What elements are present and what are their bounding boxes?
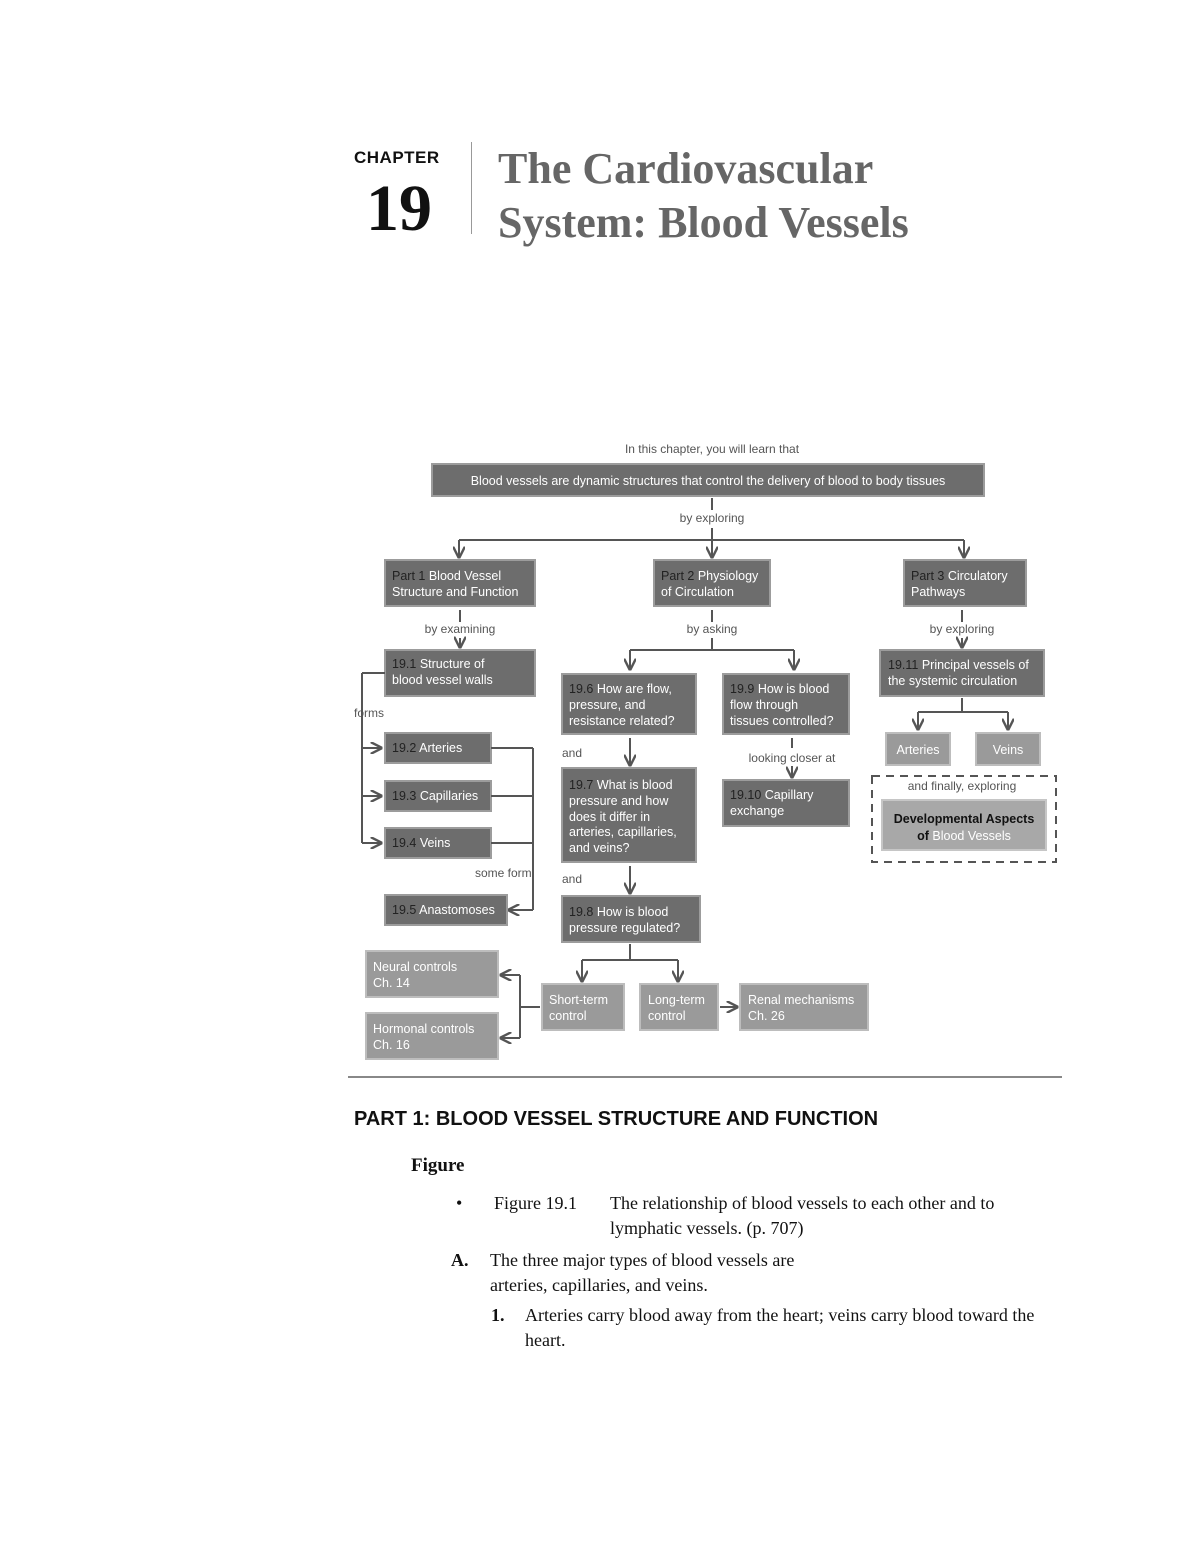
short-term-line2: control [549,1009,587,1023]
outline-item-a-text: The three major types of blood vessels a… [490,1250,795,1295]
section-19-3-text: 19.3 Capillaries [392,789,478,803]
section-19-8-box [561,895,701,943]
section-19-10-line2: exchange [730,804,784,818]
section-19-10-box [722,779,850,827]
section-19-11-line1: 19.11 Principal vessels of [888,658,1029,672]
veins-box [975,732,1041,766]
section-19-11-line2: the systemic circulation [888,674,1017,688]
figure-reference: Figure 19.1 [494,1193,577,1213]
chapter-label: CHAPTER [354,148,440,167]
dev-aspects-box [881,799,1047,851]
part3-text-line2: Pathways [911,585,965,599]
section-19-6-box [561,673,697,735]
chapter-title: The Cardiovascular System: Blood Vessels [498,142,909,250]
outline-item-1-text: Arteries carry blood away from the heart… [525,1305,1035,1350]
outline-letter-a: A. [451,1250,469,1270]
by-asking-label: by asking [687,622,738,636]
figure-description: The relationship of blood vessels to eac… [610,1193,995,1238]
and-label-2: and [562,872,582,886]
part1-text-line2: Structure and Function [392,585,519,599]
part1-text-line1: Part 1 Blood Vessel [392,569,501,583]
and-finally-label: and finally, exploring [908,779,1017,793]
renal-line2: Ch. 26 [748,1009,785,1023]
section-19-8-line1: 19.8 How is blood [569,905,668,919]
short-term-control-box [541,983,625,1031]
section-19-9-line3: tissues controlled? [730,714,834,728]
arteries-text: Arteries [896,743,939,757]
part1-box [384,559,536,607]
section-19-6-line3: resistance related? [569,714,675,728]
by-exploring-label: by exploring [680,511,745,525]
section-19-9-line2: flow through [730,698,798,712]
section-19-7-line2: pressure and how [569,794,669,808]
section-19-8-line2: pressure regulated? [569,921,680,935]
long-term-line2: control [648,1009,686,1023]
diagram-intro: In this chapter, you will learn that [625,442,800,456]
section-19-1-line1: 19.1 Structure of [392,657,485,671]
top-box-text: Blood vessels are dynamic structures tha… [471,474,946,488]
hormonal-controls-line1: Hormonal controls [373,1022,474,1036]
part2-box [653,559,771,607]
section-19-7-line1: 19.7 What is blood [569,778,673,792]
part2-text-line1: Part 2 Physiology [661,569,759,583]
section-19-6-line1: 19.6 How are flow, [569,682,672,696]
by-examining-label: by examining [425,622,496,636]
neural-controls-line1: Neural controls [373,960,457,974]
by-exploring-part3-label: by exploring [930,622,995,636]
looking-closer-label: looking closer at [749,751,836,765]
section-19-7-line5: and veins? [569,841,630,855]
section-19-11-box [879,649,1045,697]
chapter-title-line1: The Cardiovascular [498,144,874,193]
section-19-4-text: 19.4 Veins [392,836,450,850]
top-box [431,463,985,497]
section-19-1-line2: blood vessel walls [392,673,493,687]
outline-number-1: 1. [491,1305,505,1325]
section-19-9-line1: 19.9 How is blood [730,682,829,696]
veins-text: Veins [993,743,1024,757]
section-19-5-text: 19.5 Anastomoses [392,903,495,917]
short-term-line1: Short-term [549,993,608,1007]
section-19-5-box [384,894,508,926]
part-heading: PART 1: BLOOD VESSEL STRUCTURE AND FUNCT… [354,1108,879,1130]
dev-aspects-line2: of Blood Vessels [917,829,1011,843]
renal-mechanisms-box [739,983,869,1031]
hormonal-controls-line2: Ch. 16 [373,1038,410,1052]
dev-aspects-dashed-frame [871,775,1057,863]
long-term-line1: Long-term [648,993,705,1007]
section-divider [348,1076,1062,1078]
section-19-1-box [384,649,536,697]
section-19-7-line4: arteries, capillaries, [569,825,677,839]
bullet-marker: • [456,1193,463,1213]
long-term-control-box [639,983,719,1031]
part3-text-line1: Part 3 Circulatory [911,569,1008,583]
chapter-concept-map: In this chapter, you will learn that Blo… [354,442,1057,1060]
section-19-7-line3: does it differ in [569,810,650,824]
arteries-box [885,732,951,766]
dev-aspects-line1: Developmental Aspects [894,812,1035,826]
some-form-label: some form [475,866,532,880]
neural-controls-line2: Ch. 14 [373,976,410,990]
and-label-1: and [562,746,582,760]
forms-label: forms [354,706,384,720]
section-19-2-text: 19.2 Arteries [392,741,462,755]
section-19-6-line2: pressure, and [569,698,645,712]
section-19-10-line1: 19.10 Capillary [730,788,814,802]
renal-line1: Renal mechanisms [748,993,854,1007]
part3-box [903,559,1027,607]
part2-text-line2: of Circulation [661,585,734,599]
neural-controls-box [365,950,499,998]
section-19-7-box [561,767,697,863]
section-19-9-box [722,673,850,735]
hormonal-controls-box [365,1012,499,1060]
chapter-title-line2: System: Blood Vessels [498,198,909,247]
chapter-number: 19 [366,172,432,245]
figure-heading: Figure [411,1155,465,1176]
section-19-2-box [384,732,492,764]
chapter-divider [471,142,472,234]
